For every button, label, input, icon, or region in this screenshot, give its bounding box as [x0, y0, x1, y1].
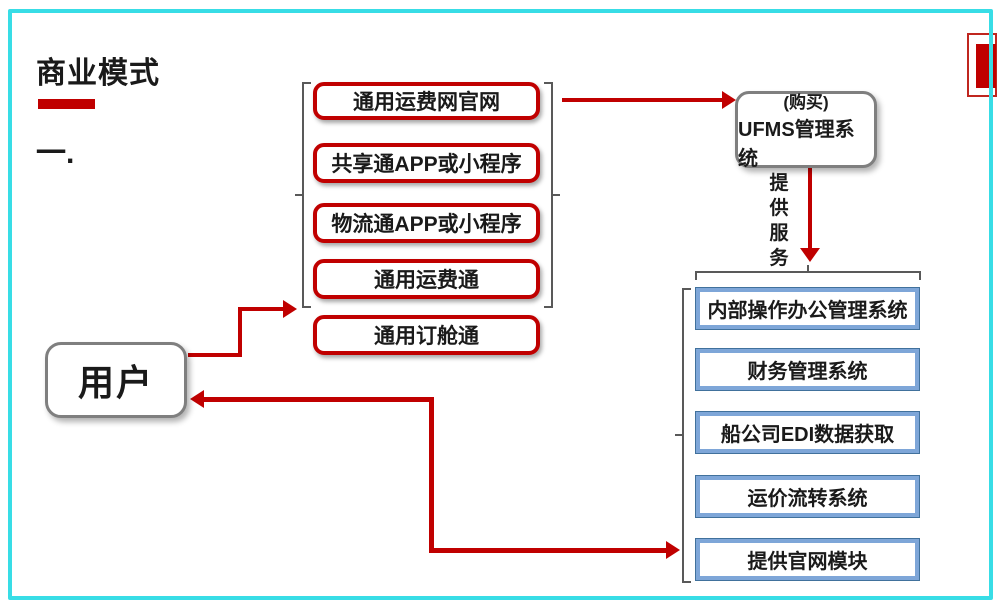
arrow-user-to-products-seg3: [238, 307, 284, 311]
arrow-systems-to-user-head-right-icon: [666, 541, 680, 559]
product-node-label: 共享通APP或小程序: [331, 153, 522, 176]
arrow-systems-to-user-seg1: [203, 397, 434, 402]
products-bracket-right-line: [551, 82, 553, 308]
arrow-products-to-ufms-head-icon: [722, 91, 736, 109]
section-number: 一.: [36, 137, 75, 170]
systems-bracket-left-nub: [675, 434, 682, 436]
arrow-ufms-to-systems-head-icon: [800, 248, 820, 262]
arrow-user-to-products-seg2: [238, 307, 242, 357]
systems-bracket-top-nub: [807, 265, 809, 271]
arrow-ufms-to-systems-line: [808, 168, 812, 250]
ufms-node-label: UFMS管理系统: [738, 119, 855, 170]
ufms-node: (购买) UFMS管理系统: [735, 91, 877, 170]
product-node-label: 通用订舱通: [374, 325, 479, 348]
system-node-internal-office: 内部操作办公管理系统: [695, 287, 920, 330]
products-bracket-right-nub: [553, 194, 560, 196]
product-node-label: 通用运费通: [374, 269, 479, 292]
systems-bracket-top-tick-right: [919, 271, 921, 280]
logo-red-bar-icon: [976, 44, 996, 88]
systems-bracket-left-line: [682, 288, 684, 583]
logo-outline-icon: [967, 33, 997, 97]
systems-bracket-top-line: [695, 271, 921, 273]
products-bracket-right-tick-bottom: [544, 306, 553, 308]
products-bracket-left-tick-bottom: [302, 306, 311, 308]
systems-bracket-top-tick-left: [695, 271, 697, 280]
arrow-user-to-products-head-icon: [283, 300, 297, 318]
product-node-logistics-app: 物流通APP或小程序: [313, 203, 540, 243]
products-bracket-left-line: [302, 82, 304, 308]
system-node-label: 提供官网模块: [747, 551, 868, 573]
products-bracket-left-nub: [295, 194, 302, 196]
title-underline: [38, 99, 95, 109]
system-node-edi-data: 船公司EDI数据获取: [695, 411, 920, 454]
system-node-label: 财务管理系统: [747, 361, 868, 383]
systems-bracket-left-tick-bottom: [682, 581, 691, 583]
systems-bracket-left-tick-top: [682, 288, 691, 290]
arrow-systems-to-user-seg2: [429, 397, 434, 553]
provide-service-label: 提 供 服 务: [766, 171, 792, 271]
user-node-label: 用户: [77, 362, 154, 403]
provide-service-char: 供: [769, 198, 789, 219]
provide-service-char: 提: [769, 173, 789, 194]
product-node-freight-site: 通用运费网官网: [313, 82, 540, 120]
provide-service-char: 服: [769, 223, 789, 244]
user-node: 用户: [45, 342, 187, 418]
product-node-booking-tong: 通用订舱通: [313, 315, 540, 355]
product-node-label: 通用运费网官网: [353, 91, 500, 114]
system-node-rate-flow: 运价流转系统: [695, 475, 920, 518]
system-node-label: 运价流转系统: [747, 488, 868, 510]
product-node-sharing-app: 共享通APP或小程序: [313, 143, 540, 183]
products-bracket-left-tick-top: [302, 82, 311, 84]
system-node-label: 船公司EDI数据获取: [720, 424, 895, 446]
provide-service-char: 务: [769, 248, 789, 269]
arrow-systems-to-user-head-left-icon: [190, 390, 204, 408]
system-node-website-module: 提供官网模块: [695, 538, 920, 581]
page-title: 商业模式: [36, 57, 160, 90]
arrow-products-to-ufms-line: [562, 98, 723, 102]
product-node-freight-tong: 通用运费通: [313, 259, 540, 299]
arrow-systems-to-user-seg3: [429, 548, 667, 553]
ufms-node-sub-label: (购买): [783, 93, 829, 112]
arrow-user-to-products-seg1: [188, 353, 242, 357]
system-node-label: 内部操作办公管理系统: [707, 300, 908, 322]
product-node-label: 物流通APP或小程序: [331, 213, 522, 236]
system-node-finance: 财务管理系统: [695, 348, 920, 391]
products-bracket-right-tick-top: [544, 82, 553, 84]
